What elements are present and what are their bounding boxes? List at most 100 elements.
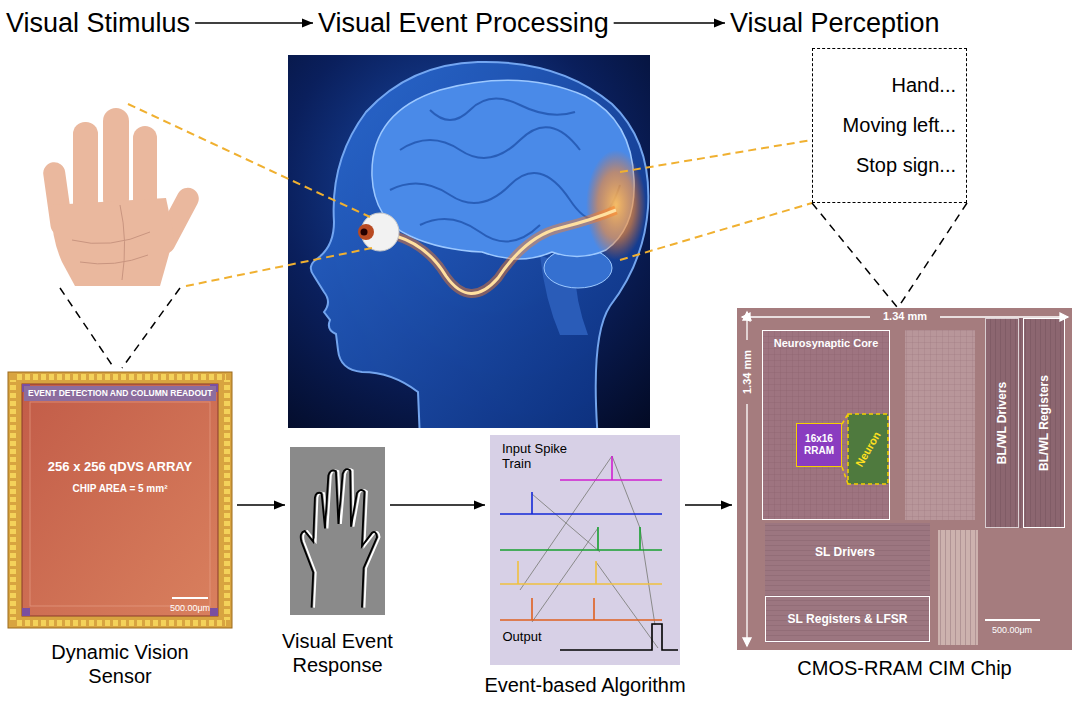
brain-illustration xyxy=(311,62,649,428)
spike-train-plot xyxy=(596,562,658,648)
perception-box: Hand... Moving left... Stop sign... xyxy=(812,48,967,203)
cim-chip-photo xyxy=(938,530,978,645)
event-image xyxy=(290,447,385,615)
scale-bar-label: 500.00μm xyxy=(170,603,210,613)
stage-heading: Visual Event Processing xyxy=(318,6,609,40)
sensor-chip-photo xyxy=(14,374,226,380)
sensor-chip-photo xyxy=(210,608,218,616)
connector-line xyxy=(390,504,485,506)
brain-illustration xyxy=(361,213,399,251)
brain-illustration xyxy=(288,55,650,428)
brain-illustration xyxy=(586,150,646,260)
event-image xyxy=(290,447,385,615)
cim-chip-photo xyxy=(985,619,1040,621)
core-region: Neurosynaptic Core 16x16 RRAM xyxy=(762,330,890,520)
node-text: Visual Perception xyxy=(730,6,940,40)
cim-chip: CMOS-RRAM CIM ChipNeurosynaptic Core16x1… xyxy=(737,308,1072,650)
sensor-chip-photo xyxy=(10,380,16,620)
leader-line xyxy=(128,104,812,286)
plot-label: Input Spike Train xyxy=(502,441,582,471)
flow-arrow xyxy=(237,501,285,510)
flow-arrow xyxy=(685,501,732,510)
array-label: 256 x 256 qDVS ARRAY xyxy=(48,459,192,474)
arrow-head xyxy=(302,19,313,28)
spike-train-plot xyxy=(500,598,662,620)
zoom-box xyxy=(842,414,848,484)
connector-line xyxy=(195,22,313,24)
arrow-head xyxy=(474,501,485,510)
sensor-chip-photo xyxy=(30,402,210,606)
hand-photo xyxy=(52,198,174,286)
driver-block: BL/WL Drivers xyxy=(985,318,1019,528)
node-text: SL Drivers xyxy=(815,545,875,559)
brain-illustration xyxy=(396,210,616,294)
sensor-chip-photo xyxy=(8,372,232,628)
zoom-box xyxy=(848,414,888,484)
brain-illustration xyxy=(358,224,374,240)
node-text: Dynamic Vision Sensor xyxy=(35,640,205,688)
node-text: Neurosynaptic Core xyxy=(763,337,889,349)
spike-train-plot xyxy=(532,528,598,622)
spike-train-plot xyxy=(500,492,662,514)
cim-chip-photo xyxy=(938,530,978,645)
node-text: BL/WL Registers xyxy=(1037,375,1051,471)
dimension-label: 1.34 mm xyxy=(741,350,753,394)
dimension-line xyxy=(1060,313,1068,321)
driver-block: SL Drivers xyxy=(765,523,925,581)
cim-chip-photo xyxy=(765,523,930,643)
cim-chip-photo xyxy=(905,330,975,520)
flow-arrow xyxy=(390,501,485,510)
plot-label: Output xyxy=(502,629,541,644)
register-block: SL Registers & LFSR xyxy=(765,596,930,642)
dimension-line xyxy=(743,638,751,646)
sensor-chip-photo xyxy=(22,384,218,616)
spike-train-plot xyxy=(532,494,600,552)
sensor-chip-photo xyxy=(172,597,208,599)
area-label: CHIP AREA = 5 mm² xyxy=(73,483,168,494)
spike-train-plot xyxy=(500,561,662,584)
cim-chip-photo xyxy=(737,308,1072,650)
zoom-line xyxy=(60,288,114,368)
event-image xyxy=(301,469,377,607)
cim-chip-photo xyxy=(737,308,1072,650)
node-text: EVENT DETECTION AND COLUMN READOUT xyxy=(28,388,212,399)
leader-line xyxy=(128,104,370,217)
readout-band: EVENT DETECTION AND COLUMN READOUT xyxy=(24,386,216,401)
flow-arrow xyxy=(812,203,967,308)
cim-chip-photo xyxy=(762,330,890,520)
brain-illustration xyxy=(396,210,616,294)
cim-chip-photo xyxy=(848,414,888,484)
cim-chip-photo xyxy=(905,330,975,520)
sensor-chip-photo xyxy=(224,380,230,620)
spike-train-plot xyxy=(560,624,678,650)
hand-photo xyxy=(103,108,129,212)
node-text: Visual Event Processing xyxy=(318,6,609,40)
spike-train-plot xyxy=(560,456,662,480)
node-text: Event-based Algorithm xyxy=(484,673,685,697)
sensor-chip-photo xyxy=(8,372,232,628)
spike-train-plot xyxy=(500,527,662,550)
node-text: SL Registers & LFSR xyxy=(788,612,908,626)
hand-photo xyxy=(72,205,150,280)
cim-chip-photo xyxy=(985,318,1065,528)
hand-photo xyxy=(42,108,203,286)
leader-line xyxy=(620,140,812,172)
rram-array: 16x16 RRAM xyxy=(796,423,842,467)
sensor-chip-photo xyxy=(14,620,226,626)
node-text: Visual Event Response xyxy=(263,629,413,677)
dimension-label: 1.34 mm xyxy=(883,310,927,322)
dimension-line xyxy=(742,312,1068,646)
brain-illustration xyxy=(361,229,368,236)
dimension-line xyxy=(743,312,751,320)
neuron-label: Neuron xyxy=(853,429,883,468)
node-text: 16x16 RRAM xyxy=(797,433,841,457)
event-image: Visual Event Response xyxy=(290,447,385,615)
connector-line xyxy=(812,203,967,308)
stage-heading: Visual Stimulus xyxy=(6,6,190,40)
node-text: BL/WL Drivers xyxy=(995,382,1009,464)
flow-arrow xyxy=(614,19,725,28)
connector-line xyxy=(614,22,725,24)
cim-chip-photo xyxy=(762,330,890,520)
